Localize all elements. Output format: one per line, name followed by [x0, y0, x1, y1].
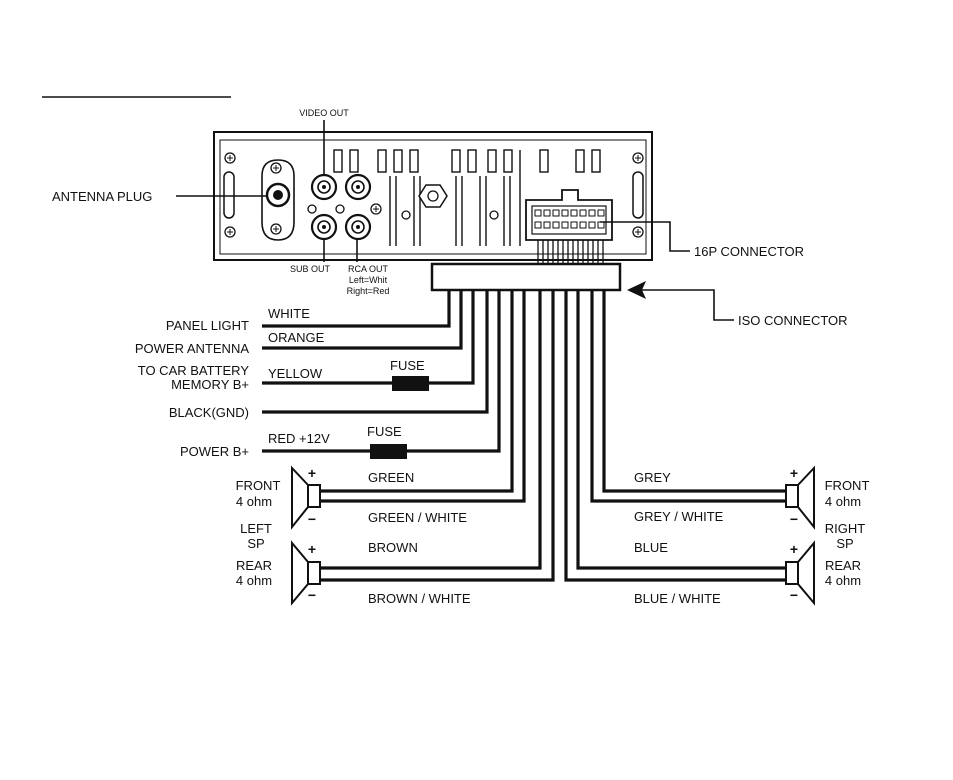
- rca-out-jack-right: [344, 213, 372, 241]
- front-left-label: FRONT: [236, 478, 281, 493]
- wire-brown-white: [320, 290, 555, 582]
- iso-connector-block: [430, 262, 622, 292]
- sub-out-label: SUB OUT: [290, 264, 331, 274]
- wire-blue-label: BLUE: [634, 540, 668, 555]
- polarity-minus-fl: −: [308, 511, 316, 527]
- polarity-minus-rl: −: [308, 587, 316, 603]
- power-b-label: POWER B+: [180, 444, 249, 459]
- wire-brown-white-label: BROWN / WHITE: [368, 591, 471, 606]
- wire-grey-white: [590, 290, 786, 503]
- rca-left-label: Left=Whit: [349, 275, 388, 285]
- wire-orange: [262, 290, 463, 350]
- wire-green: [320, 290, 514, 493]
- speaker-rear-left-icon: [291, 540, 321, 606]
- speaker-rear-right-icon: [785, 540, 815, 606]
- polarity-minus-fr: −: [790, 511, 798, 527]
- polarity-plus-fr: +: [790, 465, 798, 481]
- rca-right-label: Right=Red: [347, 286, 390, 296]
- wire-blue-white-label: BLUE / WHITE: [634, 591, 721, 606]
- speaker-front-left-icon: [291, 465, 321, 530]
- rear-right-ohm-label: 4 ohm: [825, 573, 861, 588]
- right-sp-label: RIGHT: [825, 521, 866, 536]
- panel-light-label: PANEL LIGHT: [166, 318, 249, 333]
- fuse-icon-2: [370, 444, 407, 459]
- polarity-minus-rr: −: [790, 587, 798, 603]
- power-antenna-label: POWER ANTENNA: [135, 341, 249, 356]
- memory-b-label: MEMORY B+: [171, 377, 249, 392]
- wire-white-label: WHITE: [268, 306, 310, 321]
- wire-runs: [262, 290, 786, 582]
- speaker-front-right-icon: [785, 465, 815, 530]
- video-out-jack: [310, 173, 338, 201]
- video-out-label: VIDEO OUT: [299, 108, 349, 118]
- iso-pointer-arrowhead: [627, 281, 646, 299]
- wire-red: [262, 290, 501, 453]
- wire-grey-label: GREY: [634, 470, 671, 485]
- front-right-label: FRONT: [825, 478, 870, 493]
- front-right-ohm-label: 4 ohm: [825, 494, 861, 509]
- wire-yellow-label: YELLOW: [268, 366, 323, 381]
- rear-left-ohm-label: 4 ohm: [236, 573, 272, 588]
- car-battery-label: TO CAR BATTERY: [138, 363, 250, 378]
- 16p-connector-label: 16P CONNECTOR: [694, 244, 804, 259]
- fuse-1-label: FUSE: [390, 358, 425, 373]
- fuse-2-label: FUSE: [367, 424, 402, 439]
- wire-black: [262, 290, 489, 414]
- pointer-lines: [176, 120, 734, 321]
- rca-out-label: RCA OUT: [348, 264, 389, 274]
- wire-brown-label: BROWN: [368, 540, 418, 555]
- harness-wires: [537, 240, 604, 266]
- left-sp-label: LEFT: [240, 521, 272, 536]
- wire-green-white-label: GREEN / WHITE: [368, 510, 467, 525]
- fuse-icon-1: [392, 376, 429, 391]
- left-sp-suffix-label: SP: [247, 536, 264, 551]
- wire-grey: [602, 290, 786, 493]
- wire-grey-white-label: GREY / WHITE: [634, 509, 724, 524]
- wire-yellow: [262, 290, 475, 385]
- front-left-ohm-label: 4 ohm: [236, 494, 272, 509]
- polarity-plus-rl: +: [308, 541, 316, 557]
- ground-label: BLACK(GND): [169, 405, 249, 420]
- right-sp-suffix-label: SP: [836, 536, 853, 551]
- wire-white: [262, 290, 451, 328]
- antenna-plug-label: ANTENNA PLUG: [52, 189, 152, 204]
- sub-out-jack: [310, 213, 338, 241]
- wire-green-white: [320, 290, 526, 503]
- wire-blue-white: [564, 290, 786, 582]
- polarity-plus-fl: +: [308, 465, 316, 481]
- iso-connector-label: ISO CONNECTOR: [738, 313, 848, 328]
- rca-out-jack-left: [344, 173, 372, 201]
- polarity-plus-rr: +: [790, 541, 798, 557]
- wire-red-label: RED +12V: [268, 431, 330, 446]
- wire-brown: [320, 290, 542, 570]
- wire-blue: [576, 290, 786, 570]
- rear-right-label: REAR: [825, 558, 861, 573]
- wire-green-label: GREEN: [368, 470, 414, 485]
- rear-left-label: REAR: [236, 558, 272, 573]
- 16p-connector-socket: [525, 189, 613, 241]
- wire-orange-label: ORANGE: [268, 330, 325, 345]
